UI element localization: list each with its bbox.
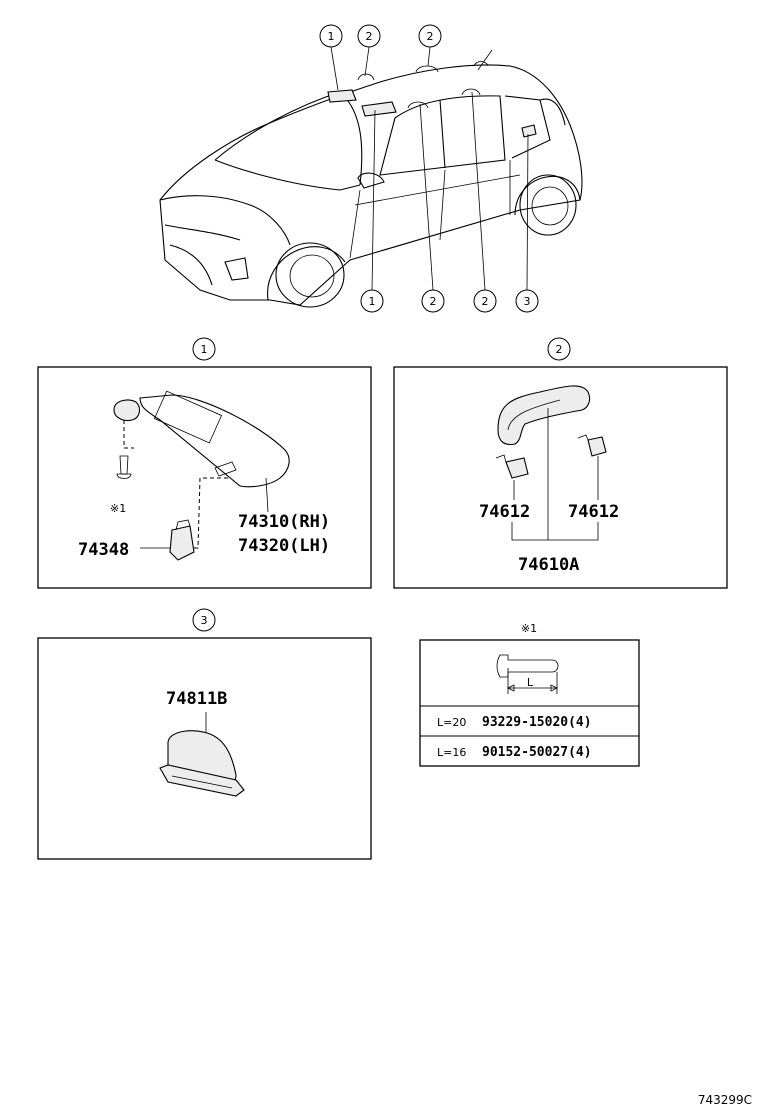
screw-table: ※1 L L=20 93229-15020(4) L=16 90152-5002… bbox=[419, 622, 640, 767]
diagram-ref: 743299C bbox=[698, 1093, 752, 1107]
assist-grip-assembly-label: 74610A bbox=[518, 555, 579, 575]
callout-2-bottom-label: 2 bbox=[430, 295, 437, 308]
sun-visor-rh-label: 74310(RH) bbox=[238, 512, 330, 532]
callout-2-bottom-right bbox=[473, 289, 497, 313]
sun-visor-lh-label: 74320(LH) bbox=[238, 536, 330, 556]
callout-2-top-right-label: 2 bbox=[427, 30, 434, 43]
screw-table-header: ※1 bbox=[521, 622, 537, 635]
cover-box bbox=[37, 637, 372, 860]
sun-visor-box bbox=[37, 366, 372, 589]
panel-1-callout bbox=[192, 337, 216, 361]
screw-row-1-part: 93229-15020(4) bbox=[482, 715, 592, 730]
screw-row-2-part: 90152-50027(4) bbox=[482, 745, 592, 760]
cover-part-label: 74811B bbox=[166, 689, 227, 709]
callout-3-bottom-label: 3 bbox=[524, 295, 531, 308]
assist-grip-part bbox=[497, 385, 591, 446]
panel-2-callout-label: 2 bbox=[556, 343, 563, 356]
visor-holder-part bbox=[169, 525, 195, 561]
callout-1-top bbox=[319, 24, 343, 48]
screw-row-2-length: L=16 bbox=[437, 746, 466, 759]
sun-visor-panel: 1 ※1 74348 74310(RH) 74320(LH) bbox=[37, 337, 372, 589]
visor-holder-label: 74348 bbox=[78, 540, 129, 560]
callout-2-top bbox=[357, 24, 381, 48]
screw-illustration bbox=[496, 654, 559, 678]
panel-3-callout bbox=[192, 608, 216, 632]
grip-clip-left-label: 74612 bbox=[479, 502, 530, 522]
assist-grip-panel: 2 74612 74612 74610A bbox=[393, 337, 728, 589]
screw-dimension-label: L bbox=[527, 676, 534, 689]
grip-clip-left-part bbox=[505, 457, 529, 479]
panel-2-callout bbox=[547, 337, 571, 361]
screw-ref-mark: ※1 bbox=[110, 502, 126, 515]
callout-2-bottom-right-label: 2 bbox=[482, 295, 489, 308]
callout-2-top-right bbox=[418, 24, 442, 48]
callout-1-top-label: 1 bbox=[328, 30, 335, 43]
sun-visor-part bbox=[139, 394, 290, 488]
cover-panel: 3 74811B bbox=[37, 608, 372, 860]
callout-1-bottom-label: 1 bbox=[369, 295, 376, 308]
callout-2-bottom bbox=[421, 289, 445, 313]
screw-row-1-length: L=20 bbox=[437, 716, 466, 729]
grip-clip-right-part bbox=[587, 436, 607, 457]
assist-grip-box bbox=[393, 366, 728, 589]
callout-2-top-label: 2 bbox=[366, 30, 373, 43]
panel-3-callout-label: 3 bbox=[201, 614, 208, 627]
callout-1-bottom bbox=[360, 289, 384, 313]
car-illustration: 1 2 2 1 2 2 3 bbox=[159, 24, 583, 313]
panel-1-callout-label: 1 bbox=[201, 343, 208, 356]
callout-3-bottom bbox=[515, 289, 539, 313]
grip-clip-right-label: 74612 bbox=[568, 502, 619, 522]
